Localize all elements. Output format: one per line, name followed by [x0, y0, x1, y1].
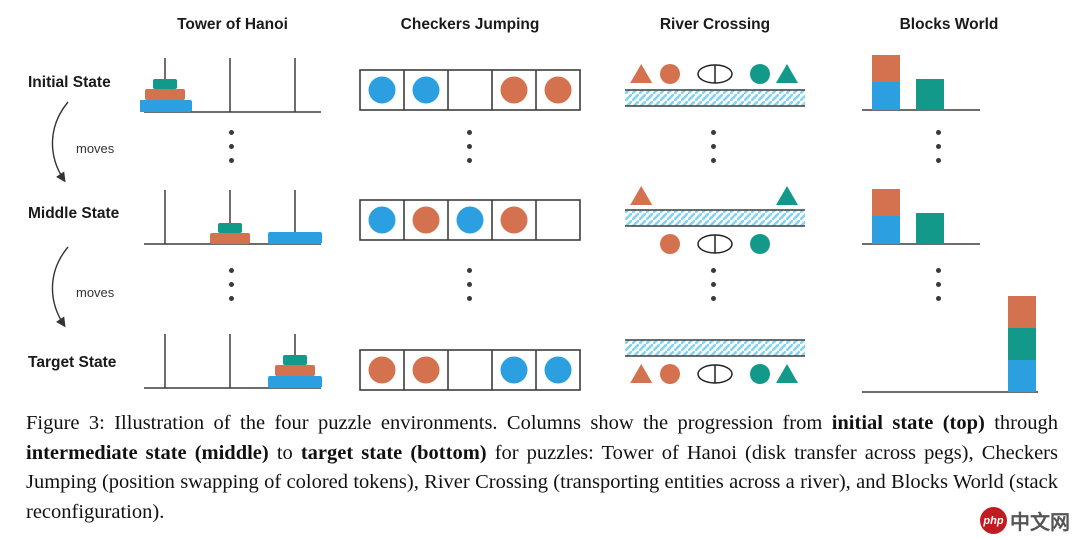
ellipsis-dots [711, 268, 716, 301]
checkers-jumping-middle-state [358, 186, 582, 254]
river-crossing-initial-state [625, 52, 805, 116]
ellipsis-dots [467, 130, 472, 163]
column-header-blocks-world: Blocks World [899, 16, 999, 33]
moves-arrow-icon [51, 246, 69, 328]
watermark: php 中文网 [980, 506, 1070, 535]
blocks-world-initial-state [858, 48, 1040, 112]
figure-caption: Figure 3: Illustration of the four puzzl… [26, 409, 1058, 527]
checkers-jumping-target-state [358, 336, 582, 404]
blocks-world-middle-state [858, 180, 1040, 246]
moves-label-2: moves [76, 285, 115, 300]
river-crossing-middle-state [625, 178, 805, 262]
row-label-middle-state: Middle State [28, 205, 120, 222]
ellipsis-dots [229, 268, 234, 301]
ellipsis-dots [711, 130, 716, 163]
caption-bold-text: target state (bottom) [300, 441, 487, 464]
caption-text: Figure 3: Illustration of the four puzzl… [26, 412, 832, 434]
moves-label-1: moves [76, 141, 115, 156]
caption-text: for puzzles: Tower of Hanoi (disk transf… [26, 441, 1058, 523]
caption-text: to [268, 441, 301, 464]
caption-text: through [984, 412, 1058, 434]
moves-arrow-icon [51, 101, 69, 183]
php-logo-icon: php [980, 507, 1007, 534]
ellipsis-dots [936, 268, 941, 301]
tower-of-hanoi-target-state [140, 322, 325, 390]
column-header-checkers-jumping: Checkers Jumping [400, 16, 540, 33]
watermark-text: 中文网 [1010, 512, 1070, 534]
checkers-jumping-initial-state [358, 56, 582, 124]
ellipsis-dots [467, 268, 472, 301]
ellipsis-dots [229, 130, 234, 163]
caption-bold-text: initial state (top) [831, 412, 985, 434]
tower-of-hanoi-initial-state [138, 46, 325, 114]
column-header-river-crossing: River Crossing [659, 16, 771, 33]
river-crossing-target-state [625, 330, 805, 394]
column-header-tower-of-hanoi: Tower of Hanoi [177, 16, 288, 33]
row-label-target-state: Target State [28, 354, 117, 371]
row-label-initial-state: Initial State [28, 74, 111, 91]
ellipsis-dots [936, 130, 941, 163]
tower-of-hanoi-middle-state [140, 178, 325, 246]
blocks-world-target-state [858, 290, 1040, 394]
caption-bold-text: intermediate state (middle) [26, 441, 269, 464]
